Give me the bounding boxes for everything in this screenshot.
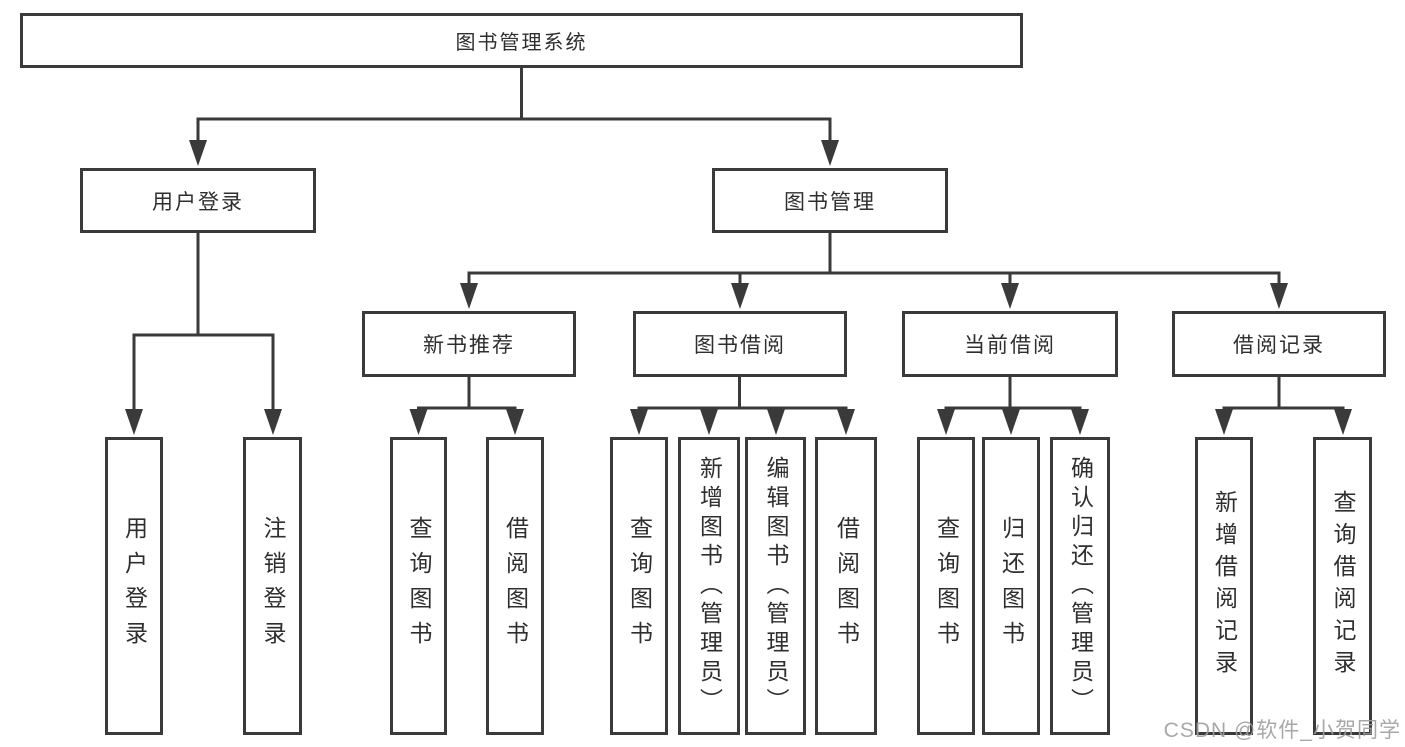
leaf-nbr-query-books: 查询图书 xyxy=(390,437,447,735)
leaf-return-books: 归还图书 xyxy=(982,437,1040,735)
arrow-down-icon xyxy=(1334,409,1352,435)
leaf-query-borrow-record-label: 查询借阅记录 xyxy=(1330,490,1356,682)
arrow-down-icon xyxy=(821,140,839,166)
arrow-down-icon xyxy=(731,283,749,309)
arrow-down-icon xyxy=(1270,283,1288,309)
leaf-confirm-return-admin: 确认归还（管理员） xyxy=(1050,437,1110,735)
leaf-bb-borrow-books: 借阅图书 xyxy=(815,437,877,735)
leaf-logout: 注销登录 xyxy=(243,437,302,735)
arrow-down-icon xyxy=(1071,409,1089,435)
leaf-nbr-borrow-books-label: 借阅图书 xyxy=(502,516,529,656)
leaf-nbr-borrow-books: 借阅图书 xyxy=(486,437,544,735)
arrow-down-icon xyxy=(1002,409,1020,435)
arrow-down-icon xyxy=(837,409,855,435)
node-new-book-recommend: 新书推荐 xyxy=(362,311,576,377)
leaf-user-login: 用户登录 xyxy=(105,437,163,735)
arrow-down-icon xyxy=(767,409,785,435)
leaf-return-books-label: 归还图书 xyxy=(998,516,1025,656)
arrow-down-icon xyxy=(700,409,718,435)
node-borrowing-records-label: 借阅记录 xyxy=(1233,334,1325,357)
leaf-add-books-admin: 新增图书（管理员） xyxy=(678,437,740,735)
arrow-down-icon xyxy=(460,283,478,309)
leaf-logout-label: 注销登录 xyxy=(260,516,286,656)
arrow-down-icon xyxy=(189,140,207,166)
arrow-down-icon xyxy=(506,409,524,435)
leaf-query-borrow-record: 查询借阅记录 xyxy=(1313,437,1372,735)
node-book-borrowing-label: 图书借阅 xyxy=(694,334,786,357)
node-borrowing-records: 借阅记录 xyxy=(1172,311,1386,377)
leaf-nbr-query-books-label: 查询图书 xyxy=(406,516,432,656)
leaf-bb-query-books-label: 查询图书 xyxy=(626,516,653,656)
leaf-add-books-admin-label: 新增图书（管理员） xyxy=(696,455,723,717)
node-book-management-label: 图书管理 xyxy=(784,190,876,214)
node-new-book-recommend-label: 新书推荐 xyxy=(423,334,515,357)
node-user-login: 用户登录 xyxy=(80,168,316,233)
arrow-down-icon xyxy=(630,409,648,435)
leaf-add-borrow-record-label: 新增借阅记录 xyxy=(1211,490,1238,682)
leaf-edit-books-admin: 编辑图书（管理员） xyxy=(745,437,806,735)
leaf-edit-books-admin-label: 编辑图书（管理员） xyxy=(763,455,789,717)
leaf-cb-query-books-label: 查询图书 xyxy=(933,516,960,656)
watermark-text: CSDN @软件_小贺同学 xyxy=(1163,719,1401,742)
leaf-cb-query-books: 查询图书 xyxy=(917,437,975,735)
leaf-bb-query-books: 查询图书 xyxy=(610,437,668,735)
node-root: 图书管理系统 xyxy=(20,13,1023,68)
node-root-label: 图书管理系统 xyxy=(455,32,588,54)
arrow-down-icon xyxy=(125,409,143,435)
node-book-borrowing: 图书借阅 xyxy=(633,311,847,377)
node-book-management: 图书管理 xyxy=(712,168,948,233)
node-current-borrowing: 当前借阅 xyxy=(902,311,1118,377)
arrow-down-icon xyxy=(937,409,955,435)
node-current-borrowing-label: 当前借阅 xyxy=(964,334,1056,357)
arrow-down-icon xyxy=(1001,283,1019,309)
leaf-user-login-label: 用户登录 xyxy=(121,516,148,656)
leaf-confirm-return-admin-label: 确认归还（管理员） xyxy=(1067,455,1094,717)
node-user-login-label: 用户登录 xyxy=(152,190,244,214)
arrow-down-icon xyxy=(1215,409,1233,435)
leaf-add-borrow-record: 新增借阅记录 xyxy=(1195,437,1253,735)
leaf-bb-borrow-books-label: 借阅图书 xyxy=(833,516,860,656)
arrow-down-icon xyxy=(264,409,282,435)
arrow-down-icon xyxy=(409,409,428,435)
